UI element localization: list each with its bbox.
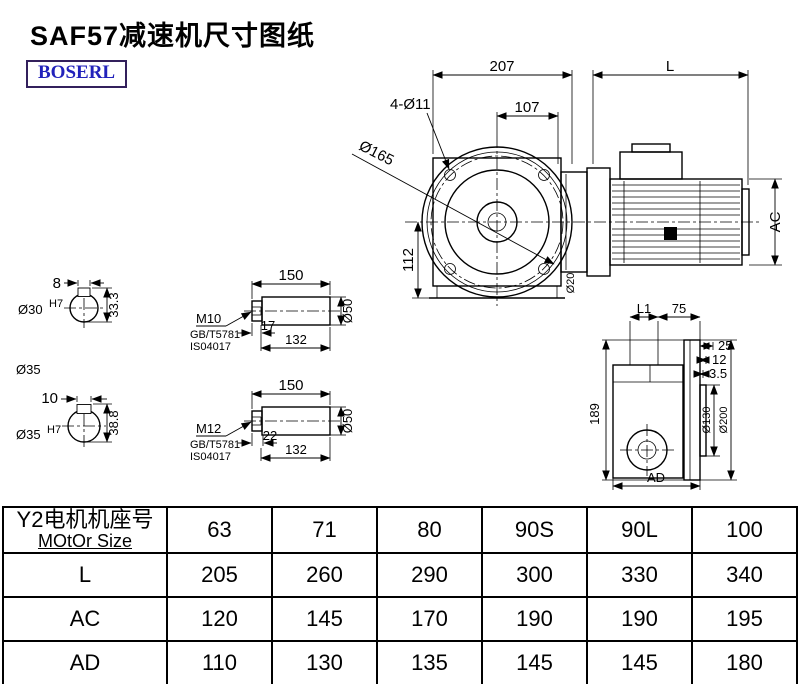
label-4xd11: 4-Ø11: [390, 96, 431, 113]
motor-fins: [612, 184, 740, 260]
label-d130: Ø130: [701, 407, 713, 434]
dim-107: 107: [514, 99, 539, 116]
dim-38-8: 38.8: [106, 410, 121, 435]
header-cn-label: Y2电机机座号: [16, 507, 154, 532]
shaft-section-35: Ø35 10 Ø35 H7 38.8: [16, 362, 121, 448]
row-label-L: L: [2, 551, 168, 598]
page-title: SAF57减速机尺寸图纸: [30, 21, 316, 51]
label-gb-2: GB/T5781: [190, 439, 240, 451]
label-d50-1: Ø50: [340, 299, 355, 324]
label-d20: Ø20: [565, 273, 577, 294]
label-d165: Ø165: [356, 137, 396, 169]
shaft-view-m12: 150 22 132 Ø50 M12 GB/T5781 IS04017: [190, 377, 355, 463]
header-en-label: MOtOr Size: [37, 531, 132, 552]
size-71: 71: [271, 506, 378, 554]
size-80: 80: [376, 506, 483, 554]
dim-key-10: 10: [41, 390, 58, 407]
shaft-view-m10: 150 17 132 Ø50 M10 GB/T5781 IS04017: [190, 267, 355, 353]
dim-132-1: 132: [285, 332, 307, 347]
cell-L-0: 205: [166, 551, 273, 598]
table-header-row: Y2电机机座号 MOtOr Size 63 71 80 90S 90L 100: [2, 506, 798, 554]
side-view: L1 75 25 12 3.5 189 Ø130 Ø200 AD: [587, 301, 737, 490]
dim-33-3: 33.3: [106, 292, 121, 317]
label-m12: M12: [196, 421, 221, 436]
dim-17: 17: [261, 318, 275, 333]
cell-AD-4: 145: [586, 639, 693, 684]
cell-AC-1: 145: [271, 595, 378, 642]
label-d35: Ø35: [16, 427, 41, 442]
dim-189: 189: [587, 403, 602, 425]
cell-AD-3: 145: [481, 639, 588, 684]
dim-207: 207: [489, 58, 514, 75]
dim-150-2: 150: [278, 377, 303, 394]
size-100: 100: [691, 506, 798, 554]
label-d200: Ø200: [718, 407, 730, 434]
size-90s: 90S: [481, 506, 588, 554]
label-iso-2: IS04017: [190, 451, 231, 463]
label-d30-tol: H7: [49, 298, 63, 310]
dim-AC: AC: [767, 211, 784, 232]
dim-L: L: [666, 58, 674, 75]
dim-132-2: 132: [285, 442, 307, 457]
cell-L-2: 290: [376, 551, 483, 598]
cell-AC-2: 170: [376, 595, 483, 642]
dim-150-1: 150: [278, 267, 303, 284]
row-label-AC: AC: [2, 595, 168, 642]
technical-drawing: 207 L 107 4-Ø11 Ø165 112 AC Ø20: [16, 58, 784, 490]
main-view: 207 L 107 4-Ø11 Ø165 112 AC Ø20: [351, 58, 784, 306]
size-63: 63: [166, 506, 273, 554]
cell-AC-3: 190: [481, 595, 588, 642]
label-iso-1: IS04017: [190, 341, 231, 353]
dim-AD: AD: [647, 470, 665, 485]
cell-L-4: 330: [586, 551, 693, 598]
label-gb-1: GB/T5781: [190, 329, 240, 341]
dim-22: 22: [263, 428, 277, 443]
cell-AD-0: 110: [166, 639, 273, 684]
motor-size-header: Y2电机机座号 MOtOr Size: [2, 506, 168, 554]
cell-AC-4: 190: [586, 595, 693, 642]
size-90l: 90L: [586, 506, 693, 554]
label-m10: M10: [196, 311, 221, 326]
dim-12: 12: [712, 352, 726, 367]
cell-AD-5: 180: [691, 639, 798, 684]
table-row-AC: AC 120 145 170 190 190 195: [2, 595, 798, 642]
cell-L-3: 300: [481, 551, 588, 598]
dim-75: 75: [672, 301, 686, 316]
label-d50-2: Ø50: [340, 409, 355, 434]
dim-L1: L1: [637, 301, 651, 316]
cell-L-1: 260: [271, 551, 378, 598]
cell-L-5: 340: [691, 551, 798, 598]
cell-AC-0: 120: [166, 595, 273, 642]
label-d30: Ø30: [18, 302, 43, 317]
shaft-section-30: 8 Ø30 H7 33.3: [18, 275, 121, 328]
dim-3-5: 3.5: [709, 366, 727, 381]
row-label-AD: AD: [2, 639, 168, 684]
dim-112: 112: [400, 248, 417, 272]
table-row-L: L 205 260 290 300 330 340: [2, 551, 798, 598]
cell-AD-1: 130: [271, 639, 378, 684]
label-d35-tol: H7: [47, 424, 61, 436]
label-d35-callout: Ø35: [16, 362, 41, 377]
dimension-table: Y2电机机座号 MOtOr Size 63 71 80 90S 90L 100 …: [2, 506, 798, 684]
cell-AC-5: 195: [691, 595, 798, 642]
cell-AD-2: 135: [376, 639, 483, 684]
table-row-AD: AD 110 130 135 145 145 180: [2, 639, 798, 684]
dim-key-8: 8: [53, 275, 61, 292]
brand-logo: BOSERL: [26, 60, 128, 88]
